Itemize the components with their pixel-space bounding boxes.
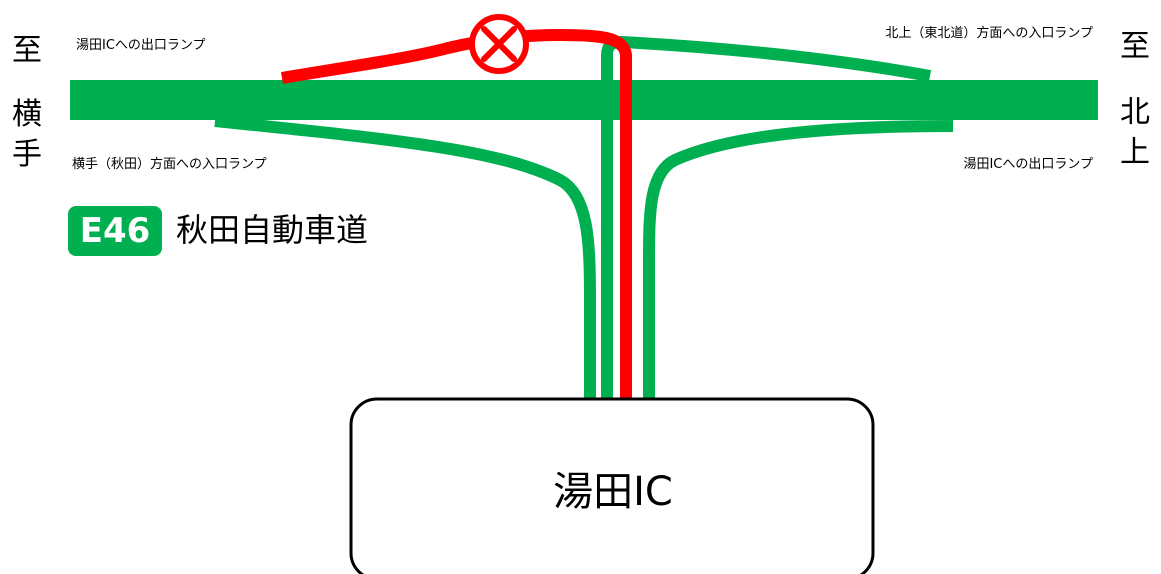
ramp-label-bottom-right: 湯田ICへの出口ランプ	[963, 157, 1093, 172]
closed-marker-stroke	[481, 26, 517, 62]
ramp-label-top-right: 北上（東北道）方面への入口ランプ	[885, 26, 1093, 41]
direction-right-name-char: 上	[1120, 135, 1150, 170]
direction-right-name-char: 北	[1120, 95, 1150, 130]
direction-left-prefix: 至	[12, 33, 42, 68]
route-name: 秋田自動車道	[176, 211, 369, 249]
route-number-badge: E46	[68, 206, 162, 256]
ramp-bottom-left	[214, 115, 596, 398]
direction-right-prefix: 至	[1120, 29, 1150, 64]
expressway-mainline	[70, 80, 1098, 120]
ramp-top-right	[601, 35, 932, 398]
ramp-label-top-left: 湯田ICへの出口ランプ	[76, 38, 206, 53]
ramp-label-bottom-left: 横手（秋田）方面への入口ランプ	[72, 157, 267, 172]
ramp-bottom-right	[643, 120, 954, 398]
interchange-box	[349, 397, 875, 574]
direction-left-name-char: 横	[12, 97, 42, 132]
x-in-circle-icon	[469, 14, 529, 74]
direction-left-name-char: 手	[12, 137, 42, 172]
